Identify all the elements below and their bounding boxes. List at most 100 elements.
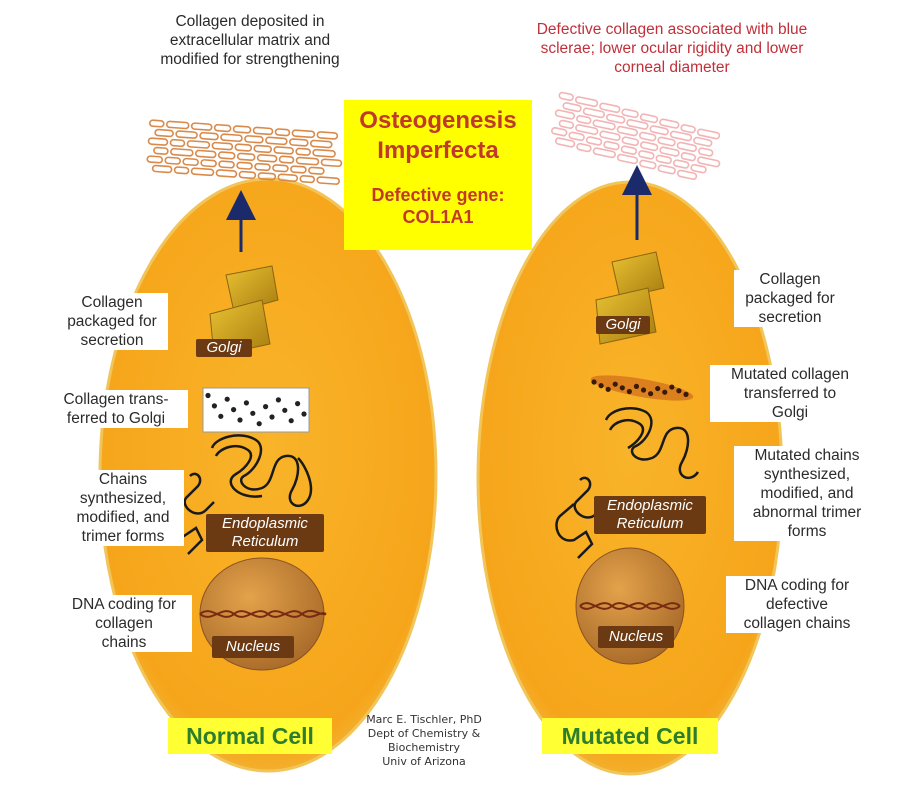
collagen-fibril: [599, 102, 621, 114]
collagen-fibril: [290, 165, 307, 174]
normal-nucleus-tag: Nucleus: [212, 636, 294, 658]
collagen-vesicle: [282, 407, 288, 413]
mutated-er-tag: Endoplasmic Reticulum: [594, 496, 706, 534]
normal-cell-name: Normal Cell: [168, 718, 332, 754]
mutated-collagen-vesicle: [655, 385, 661, 392]
collagen-fibril: [194, 149, 217, 159]
collagen-fibril: [291, 129, 316, 139]
collagen-vesicle: [256, 421, 262, 427]
label-line: ferred to Golgi: [66, 410, 166, 427]
label-line: synthesized,: [763, 466, 851, 483]
collagen-fibril: [592, 147, 616, 159]
collagen-fibril: [616, 125, 638, 137]
collagen-fibril: [659, 118, 680, 129]
normal-top-caption: Collagen deposited in extracellular matr…: [120, 12, 380, 69]
defective-gene: Defective gene: COL1A1: [344, 184, 532, 228]
collagen-fibril: [169, 138, 186, 148]
collagen-fibril: [234, 143, 253, 152]
collagen-fibril: [639, 141, 659, 152]
collagen-fibril: [312, 148, 336, 158]
collagen-fibril: [170, 147, 194, 157]
normal-golgi-tag: Golgi: [196, 339, 252, 357]
caption-line: extracellular matrix and: [169, 32, 331, 49]
title-line: Imperfecta: [377, 137, 499, 164]
collagen-fibril: [620, 145, 638, 155]
mutated-top-caption: Defective collagen associated with blue …: [482, 20, 862, 77]
collagen-fibril: [621, 108, 639, 119]
author-credit: Marc E. Tischler, PhD Dept of Chemistry …: [362, 713, 486, 769]
caption-line: corneal diameter: [614, 59, 730, 76]
label-line: secretion: [758, 309, 822, 326]
normal-collagen-fibers: [146, 119, 343, 185]
credit-line: Marc E. Tischler, PhD: [366, 713, 482, 726]
collagen-fibril: [562, 102, 582, 113]
tag-line: Endoplasmic: [222, 515, 308, 532]
label-line: modified, and: [76, 509, 170, 526]
collagen-fibril: [254, 162, 271, 172]
label-line: chains: [101, 634, 147, 651]
collagen-fibril: [153, 146, 169, 155]
mutated-collagen-vesicle: [598, 383, 604, 389]
collagen-fibril: [200, 159, 217, 168]
credit-line: Biochemistry: [388, 741, 460, 754]
collagen-fibril: [273, 146, 294, 155]
collagen-fibril: [554, 109, 576, 120]
collagen-fibril: [151, 164, 173, 174]
label-line: trimer forms: [81, 528, 165, 545]
collagen-fibril: [603, 140, 620, 151]
collagen-fibril: [655, 154, 672, 165]
collagen-fibril: [696, 128, 721, 140]
collagen-fibril: [272, 164, 289, 173]
mutated-collagen-vesicle: [640, 387, 647, 393]
collagen-fibril: [669, 130, 693, 142]
tag-line: Reticulum: [231, 533, 299, 550]
normal-label-dna: DNA coding for collagen chains: [56, 595, 192, 652]
collagen-fibril: [295, 156, 320, 166]
collagen-fibril: [605, 113, 626, 124]
collagen-vesicle: [250, 410, 256, 416]
collagen-vesicle: [269, 414, 275, 420]
collagen-vesicle: [275, 397, 281, 403]
tag-line: Reticulum: [616, 515, 684, 532]
collagen-fibril: [568, 131, 585, 142]
collagen-fibril: [238, 170, 257, 180]
collagen-fibril: [639, 113, 659, 124]
mutated-endoplasmic-reticulum: [555, 407, 700, 559]
collagen-fibril: [147, 137, 169, 146]
collagen-fibril: [693, 136, 713, 147]
collagen-fibril: [697, 147, 714, 157]
collagen-fibril: [690, 163, 707, 174]
label-line: packaged for: [67, 313, 157, 330]
collagen-fibril: [680, 152, 697, 162]
collagen-fibril: [173, 166, 190, 175]
collagen-fibril: [236, 161, 253, 170]
collagen-vesicle: [288, 418, 294, 424]
collagen-fibril: [638, 150, 655, 160]
collagen-fibril: [299, 175, 316, 184]
gene-line: COL1A1: [402, 207, 474, 227]
label-line: Collagen trans-: [63, 391, 169, 408]
mutated-collagen-vesicle: [633, 383, 640, 389]
collagen-fibril: [190, 122, 213, 131]
collagen-fibril: [182, 157, 199, 167]
mutated-vesicles: [590, 375, 694, 401]
collagen-fibril: [320, 158, 343, 168]
collagen-vesicle: [263, 404, 269, 410]
label-line: collagen chains: [743, 615, 851, 632]
collagen-fibril: [558, 91, 574, 102]
collagen-fibril: [289, 138, 309, 147]
collagen-vesicle: [237, 417, 243, 423]
mutated-label-transferred: Mutated collagen transferred to Golgi: [710, 365, 870, 422]
collagen-vesicle: [205, 392, 211, 399]
collagen-fibril: [574, 96, 599, 108]
label-line: abnormal trimer: [752, 504, 862, 521]
title-box: Osteogenesis Imperfecta Defective gene: …: [344, 100, 532, 250]
collagen-fibril: [697, 156, 721, 168]
mutated-cell-name: Mutated Cell: [542, 718, 718, 754]
collagen-fibril: [657, 136, 676, 147]
collagen-fibril: [265, 136, 288, 146]
normal-label-synthesized: Chains synthesized, modified, and trimer…: [62, 470, 184, 546]
label-line: synthesized,: [79, 490, 167, 507]
normal-dna-strand: [199, 609, 327, 618]
mutated-label-packaged: Collagen packaged for secretion: [734, 270, 846, 327]
